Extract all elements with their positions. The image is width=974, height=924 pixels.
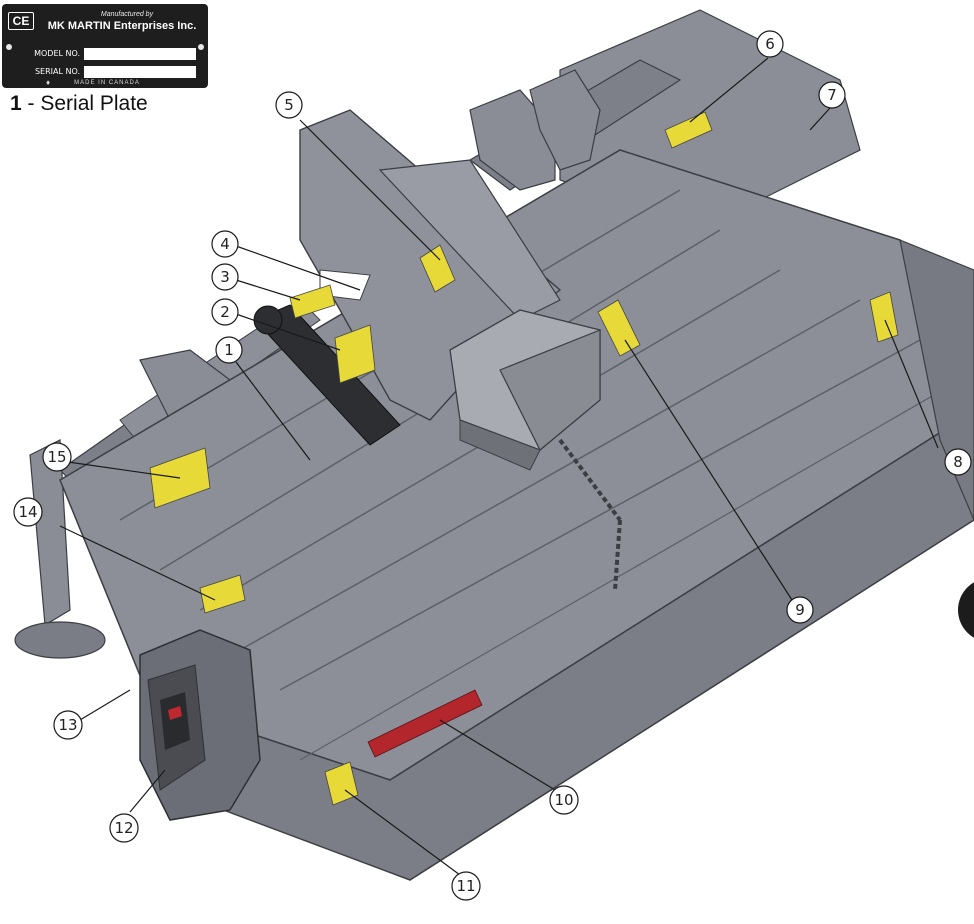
callout-markers: 1 2 3 4 5 6 7 8 9 10 11 12 13 14 15	[13, 30, 972, 901]
black-disc	[958, 582, 974, 638]
callout-11: 11	[451, 871, 481, 901]
callout-12: 12	[109, 813, 139, 843]
maple-leaf-icon: ♦	[46, 78, 51, 87]
callout-8: 8	[944, 448, 972, 476]
model-number-row: MODEL NO.	[12, 48, 196, 61]
company-name: MK MARTIN Enterprises Inc.	[47, 20, 197, 32]
svg-text:6: 6	[765, 35, 775, 53]
callout-4: 4	[211, 230, 239, 258]
serial-plate-caption: 1 - Serial Plate	[10, 92, 148, 116]
made-in-text: MADE IN CANADA	[74, 80, 140, 86]
ce-mark: CE	[8, 12, 34, 30]
gearbox	[449, 309, 601, 471]
callout-13: 13	[53, 710, 83, 740]
svg-text:11: 11	[456, 877, 475, 895]
callout-1: 1	[215, 336, 243, 364]
serial-number-field	[84, 66, 196, 78]
serial-number-label: SERIAL NO.	[34, 67, 80, 76]
serial-plate: CE Manufactured by MK MARTIN Enterprises…	[2, 4, 208, 88]
model-number-field	[84, 48, 196, 60]
callout-15: 15	[42, 442, 72, 472]
callout-10: 10	[549, 785, 579, 815]
svg-text:5: 5	[284, 96, 294, 114]
caption-number: 1	[10, 92, 22, 115]
callout-2: 2	[211, 298, 239, 326]
callout-9: 9	[786, 596, 814, 624]
svg-text:10: 10	[554, 791, 573, 809]
callout-6: 6	[756, 30, 784, 58]
svg-text:13: 13	[58, 716, 77, 734]
rivet-icon	[6, 44, 12, 50]
callout-3: 3	[211, 263, 239, 291]
svg-text:14: 14	[18, 503, 37, 521]
serial-number-row: SERIAL NO.	[12, 66, 196, 79]
svg-text:12: 12	[114, 819, 133, 837]
side-drive-cover	[139, 629, 261, 821]
brand-decal	[367, 689, 483, 758]
svg-text:15: 15	[47, 448, 66, 466]
callout-5: 5	[275, 91, 303, 119]
callout-7: 7	[818, 81, 846, 109]
svg-text:1: 1	[224, 341, 234, 359]
svg-text:7: 7	[827, 86, 837, 104]
caption-text: - Serial Plate	[21, 92, 148, 115]
svg-text:3: 3	[220, 268, 230, 286]
svg-text:2: 2	[220, 303, 230, 321]
callout-14: 14	[13, 497, 43, 527]
svg-text:4: 4	[220, 235, 230, 253]
model-number-label: MODEL NO.	[34, 49, 80, 58]
rivet-icon	[198, 44, 204, 50]
leader-lines	[59, 57, 939, 876]
safety-chain	[558, 438, 622, 591]
manufactured-by-text: Manufactured by	[100, 11, 154, 18]
svg-text:9: 9	[795, 601, 805, 619]
svg-text:8: 8	[953, 453, 963, 471]
